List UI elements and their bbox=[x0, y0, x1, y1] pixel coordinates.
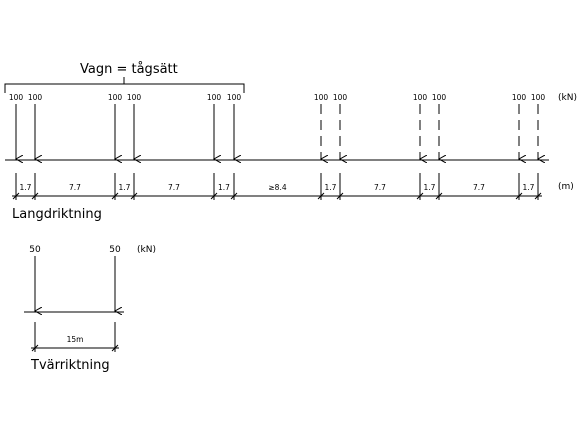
tvar-dimension-line: 15m bbox=[31, 322, 119, 352]
tvar-title: Tvärriktning bbox=[30, 358, 110, 373]
langd-unit-kn: (kN) bbox=[558, 93, 577, 103]
langd-load-label: 100 bbox=[531, 93, 546, 102]
langd-dimension-line: 1.7 7.7 1.7 7.7 1.7 ≥8.4 1.7 7.7 1.7 7.7 1.7 bbox=[12, 173, 542, 200]
langd-spacing-label: 7.7 bbox=[374, 183, 386, 192]
langd-load-label: 100 bbox=[314, 93, 329, 102]
tvar-unit-kn: (kN) bbox=[137, 245, 156, 255]
langd-load-label: 100 bbox=[227, 93, 242, 102]
tvar-load-label: 50 bbox=[29, 245, 41, 255]
langd-load-label: 100 bbox=[28, 93, 43, 102]
langd-load-label: 100 bbox=[432, 93, 447, 102]
langd-title: Langdriktning bbox=[12, 207, 102, 222]
langd-load-label: 100 bbox=[413, 93, 428, 102]
vagn-label: Vagn = tågsätt bbox=[80, 62, 178, 77]
langd-loads: 100 100 100 100 100 100 100 100 100 100 100 100 bbox=[9, 93, 546, 159]
vagn-bracket bbox=[4, 77, 245, 93]
langd-load-label: 100 bbox=[127, 93, 142, 102]
langd-load-label: 100 bbox=[207, 93, 222, 102]
langd-spacing-label: 1.7 bbox=[523, 183, 535, 192]
tvar-load-label: 50 bbox=[109, 245, 121, 255]
langd-spacing-label: 1.7 bbox=[119, 183, 131, 192]
langd-load-label: 100 bbox=[9, 93, 24, 102]
tvar-spacing-label: 15m bbox=[67, 335, 84, 344]
langd-spacing-label: 7.7 bbox=[168, 183, 180, 192]
langd-spacing-label: 1.7 bbox=[424, 183, 436, 192]
langd-spacing-label: ≥8.4 bbox=[268, 183, 286, 192]
langd-load-label: 100 bbox=[512, 93, 527, 102]
langd-spacing-label: 7.7 bbox=[69, 183, 81, 192]
langd-spacing-label: 1.7 bbox=[218, 183, 230, 192]
langd-spacing-label: 1.7 bbox=[325, 183, 337, 192]
langd-load-label: 100 bbox=[333, 93, 348, 102]
langd-load-label: 100 bbox=[108, 93, 123, 102]
tvar-loads: 50 50 bbox=[29, 245, 121, 311]
langd-unit-m: (m) bbox=[558, 182, 574, 192]
langd-spacing-label: 7.7 bbox=[473, 183, 485, 192]
langd-spacing-label: 1.7 bbox=[20, 183, 32, 192]
